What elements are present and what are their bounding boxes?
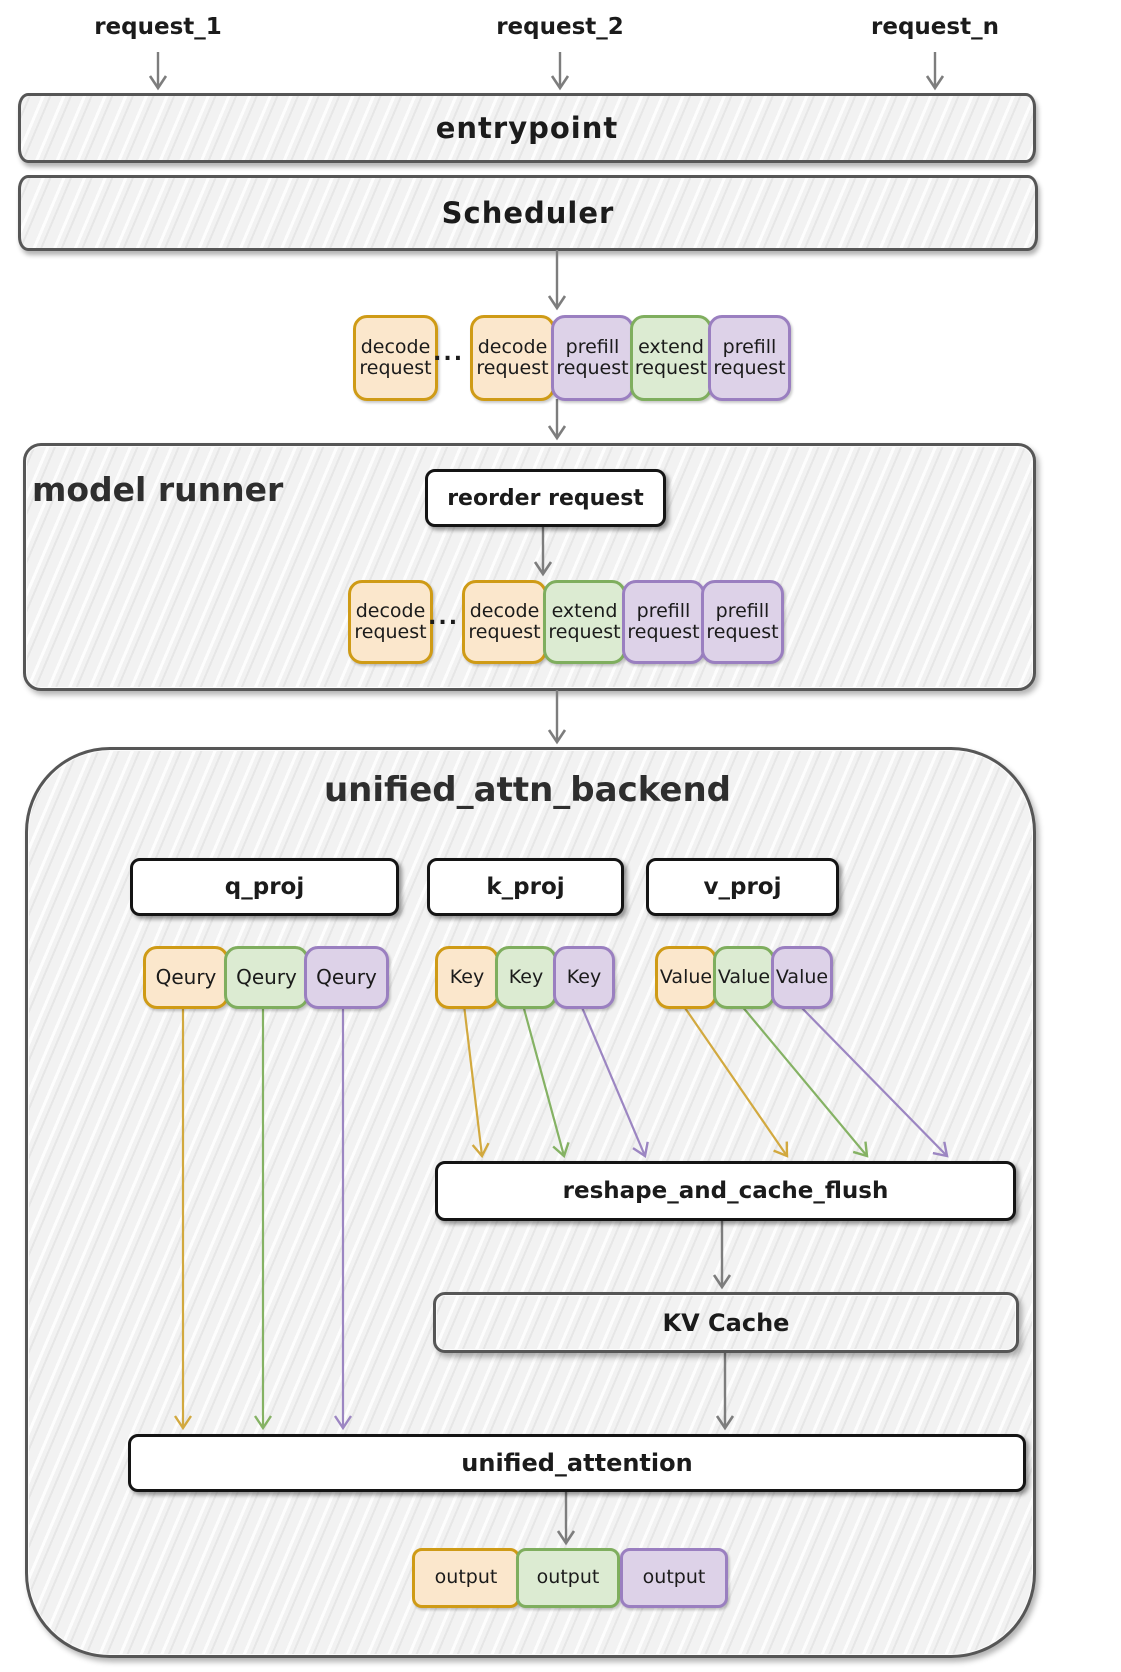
reshape-and-cache-flush-box: reshape_and_cache_flush [435, 1161, 1016, 1221]
kv-cache-box: KV Cache [433, 1292, 1019, 1353]
q-proj-box: q_proj [130, 858, 399, 916]
key-token-purple: Key [553, 946, 615, 1009]
k-proj-box: k_proj [427, 858, 624, 916]
unified-attention-box: unified_attention [128, 1434, 1026, 1492]
scheduler-label: Scheduler [441, 196, 615, 230]
reordered-row-ellipsis: ... [428, 605, 460, 630]
scheduler-bar: Scheduler [18, 175, 1038, 251]
scheduled-row-ellipsis: ... [433, 341, 465, 366]
v-proj-box: v_proj [646, 858, 839, 916]
query-token-purple: Qeury [304, 946, 389, 1009]
query-token-green: Qeury [224, 946, 309, 1009]
output-token-purple: output [620, 1548, 728, 1608]
query-token-orange: Qeury [143, 946, 229, 1009]
key-token-orange: Key [435, 946, 499, 1009]
output-token-green: output [516, 1548, 620, 1608]
output-token-orange: output [412, 1548, 520, 1608]
entrypoint-bar: entrypoint [18, 93, 1036, 163]
request-2-label: request_2 [496, 14, 624, 40]
value-token-purple: Value [771, 946, 833, 1009]
value-token-green: Value [713, 946, 775, 1009]
model-runner-title: model runner [32, 470, 284, 509]
unified-attn-backend-title: unified_attn_backend [323, 770, 732, 810]
key-token-green: Key [495, 946, 557, 1009]
entrypoint-label: entrypoint [435, 111, 619, 145]
request-n-label: request_n [871, 14, 999, 40]
request-1-label: request_1 [94, 14, 222, 40]
value-token-orange: Value [655, 946, 717, 1009]
reorder-request-box: reorder request [425, 469, 666, 527]
